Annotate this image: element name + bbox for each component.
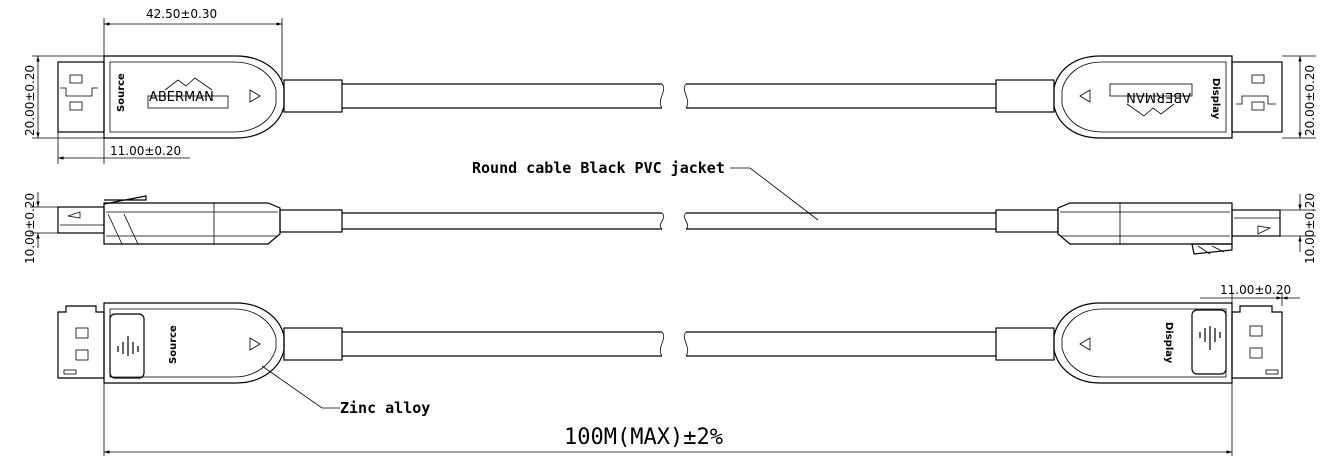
display-connector-side [1057,202,1281,255]
source-connector-top: ABERMAN Source [57,55,285,139]
housing-note-leader [261,365,340,409]
dim-overall-length: 100M(MAX)±2% [564,425,723,450]
display-label-bottom: Display [1163,322,1174,364]
brand-logo-mountain-right [1126,103,1175,117]
top-view: ABERMAN Source ABERMAN Display [57,55,1283,139]
source-connector-side [57,195,281,245]
bottom-view: Source Display [57,302,1283,384]
dim-plug-length: 42.50±0.30 [146,7,217,21]
source-label-top: Source [116,73,127,112]
grip-icon-left [117,336,139,356]
dim-plug-width-right: 20.00±0.20 [1303,65,1317,136]
cable-note: Round cable Black PVC jacket [472,159,725,177]
display-label-top: Display [1210,78,1221,120]
housing-note: Zinc alloy [340,399,430,417]
dim-plug-thickness-left: 10.00±0.20 [23,193,37,264]
brand-label-left: ABERMAN [149,90,214,105]
dimensions-bottom: 11.00±0.20 100M(MAX)±2% [103,283,1300,456]
side-view [57,195,1281,255]
grip-icon-right [1199,326,1221,350]
dim-plug-thickness-right: 10.00±0.20 [1303,193,1317,264]
dim-plug-width-left: 20.00±0.20 [23,65,37,136]
display-connector-bottom: Display [1053,302,1283,384]
source-connector-bottom: Source [57,302,285,384]
cable-note-leader [730,167,819,221]
dim-tip-length-top: 11.00±0.20 [110,144,181,158]
display-connector-top: ABERMAN Display [1053,55,1283,139]
brand-logo-mountain-left [164,77,213,91]
brand-label-right: ABERMAN [1126,89,1191,104]
dim-tip-length-bottom: 11.00±0.20 [1220,283,1291,297]
dimensions-top: 42.50±0.30 20.00±0.20 11.00±0.20 20.00±0… [23,7,1317,164]
dimensions-side: 10.00±0.20 10.00±0.20 [23,192,1317,264]
source-label-bottom: Source [168,325,179,364]
